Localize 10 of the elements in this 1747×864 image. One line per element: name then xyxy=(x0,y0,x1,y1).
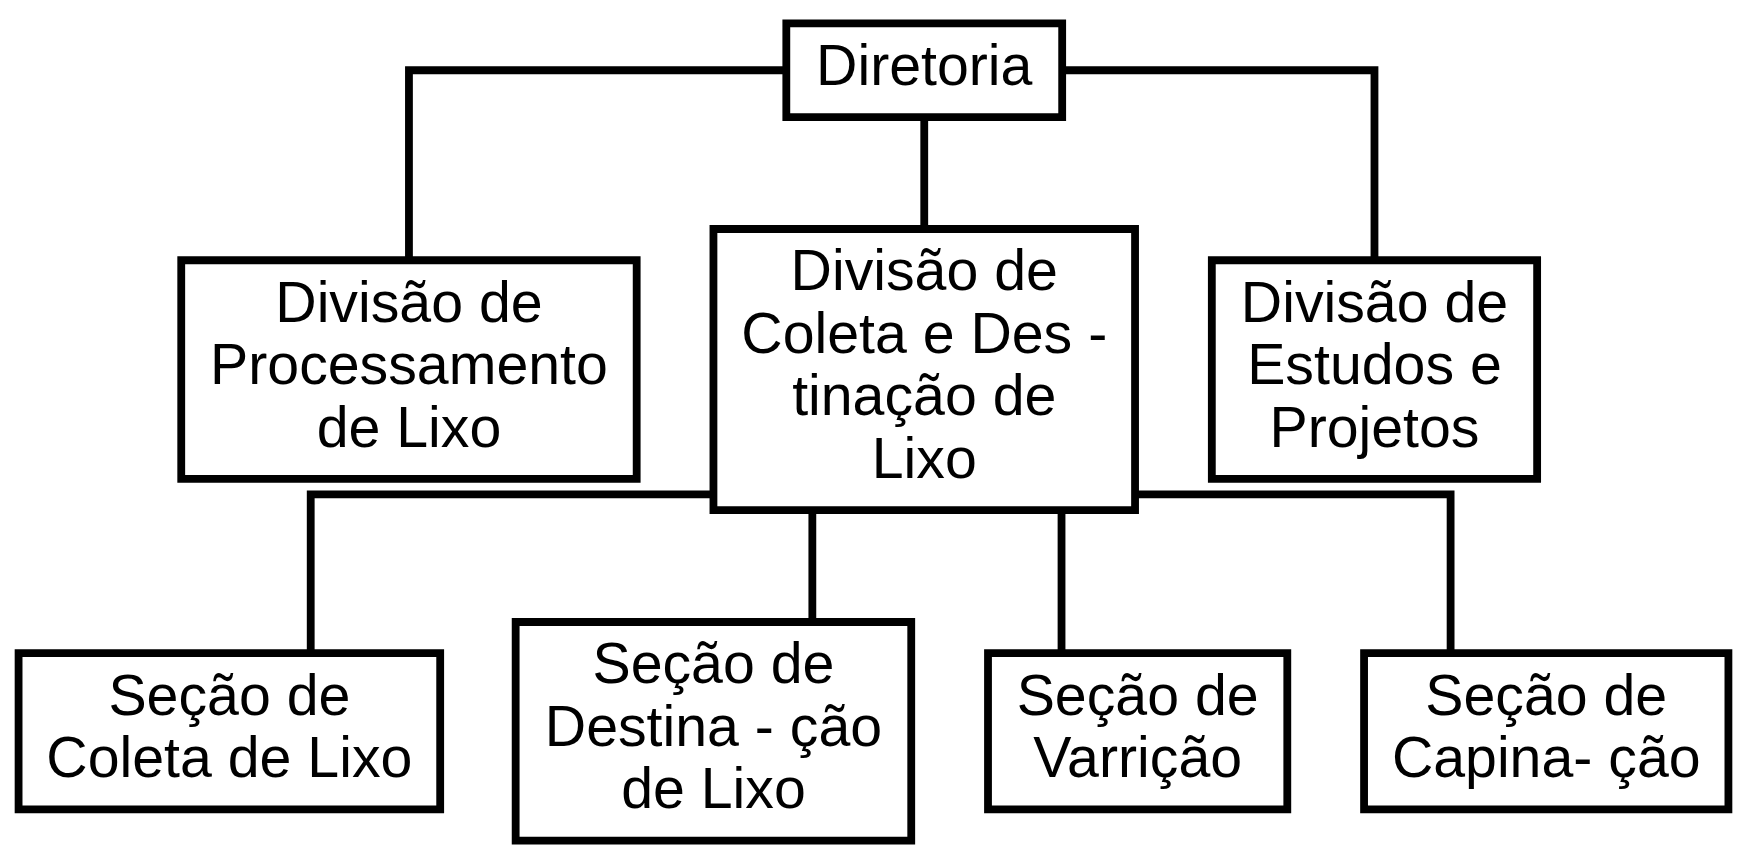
node-box: Seção de Coleta de Lixo xyxy=(14,649,445,814)
connector xyxy=(1057,510,1066,653)
connector xyxy=(1063,66,1379,260)
node-box: Seção de Capina- ção xyxy=(1360,649,1733,814)
node-box: Seção de Varrição xyxy=(984,649,1292,814)
node-box: Divisão de Coleta e Des - tinação de Lixo xyxy=(709,225,1139,514)
node-box: Diretoria xyxy=(782,19,1067,121)
node-box: Divisão de Processamento de Lixo xyxy=(177,256,641,483)
node-box: Divisão de Estudos e Projetos xyxy=(1207,256,1542,483)
node-box: Seção de Destina - ção de Lixo xyxy=(511,618,916,845)
